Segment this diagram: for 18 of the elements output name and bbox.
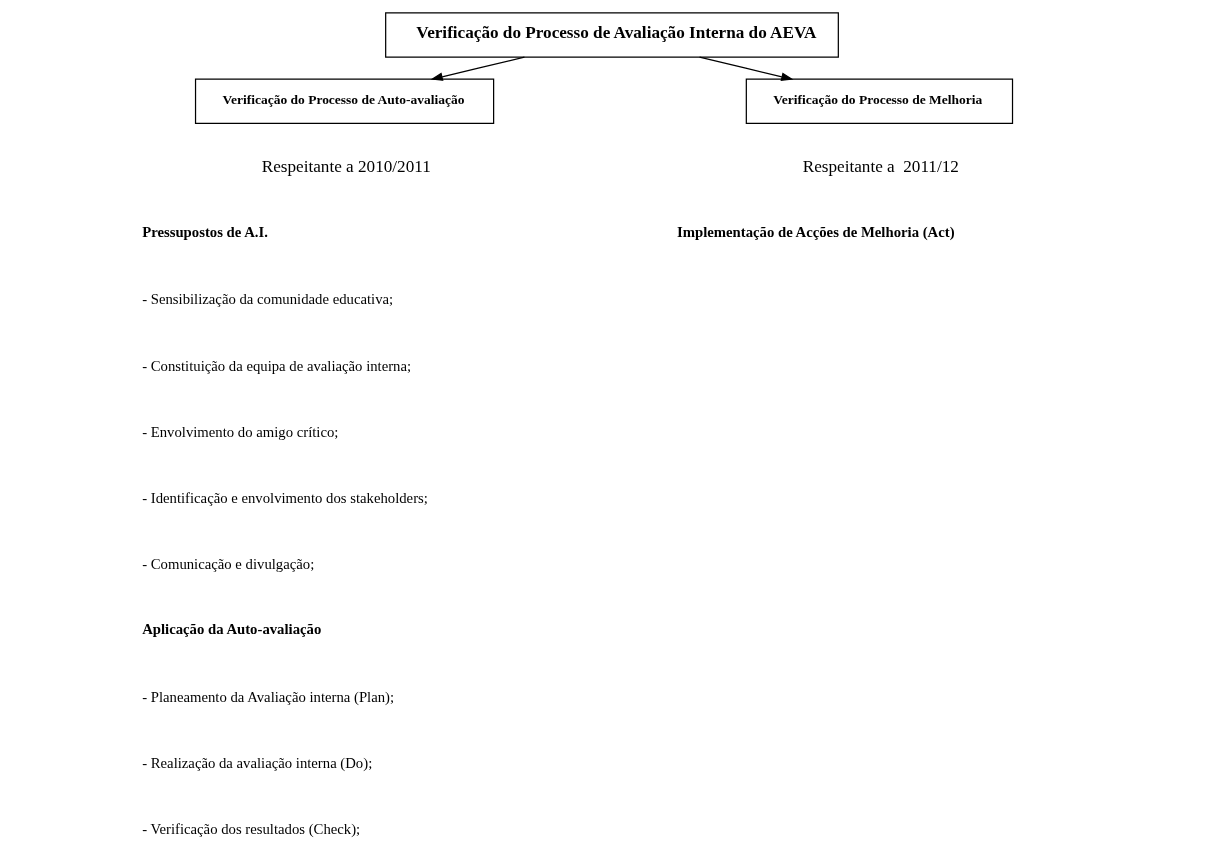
label: - Identificação e envolvimento dos stakeholders; (141, 490, 428, 507)
arrow (430, 56, 525, 81)
label: - Realização da avaliação interna (Do); (141, 755, 372, 772)
node-box: Verificação do Processo de Auto-avaliação (194, 78, 494, 124)
label: Pressupostos de A.I. (141, 223, 268, 240)
label: Respeitante a 2011/12 (802, 157, 959, 177)
label: - Envolvimento do amigo crítico; (141, 423, 338, 440)
label: Respeitante a 2010/2011 (261, 157, 431, 177)
label: - Comunicação e divulgação; (141, 556, 314, 573)
node-box: Verificação do Processo de Avaliação Interna do AEVA (384, 12, 839, 58)
label: - Sensibilização da comunidade educativa; (141, 291, 393, 308)
node-box: Verificação do Processo de Melhoria (745, 78, 1013, 124)
arrow (698, 56, 793, 81)
label: - Constituição da equipa de avaliação interna; (141, 357, 411, 374)
label: Aplicação da Auto-avaliação (141, 621, 321, 638)
label: - Verificação dos resultados (Check); (141, 821, 360, 838)
label: - Planeamento da Avaliação interna (Plan); (141, 688, 394, 705)
label: Implementação de Acções de Melhoria (Act) (676, 223, 955, 240)
